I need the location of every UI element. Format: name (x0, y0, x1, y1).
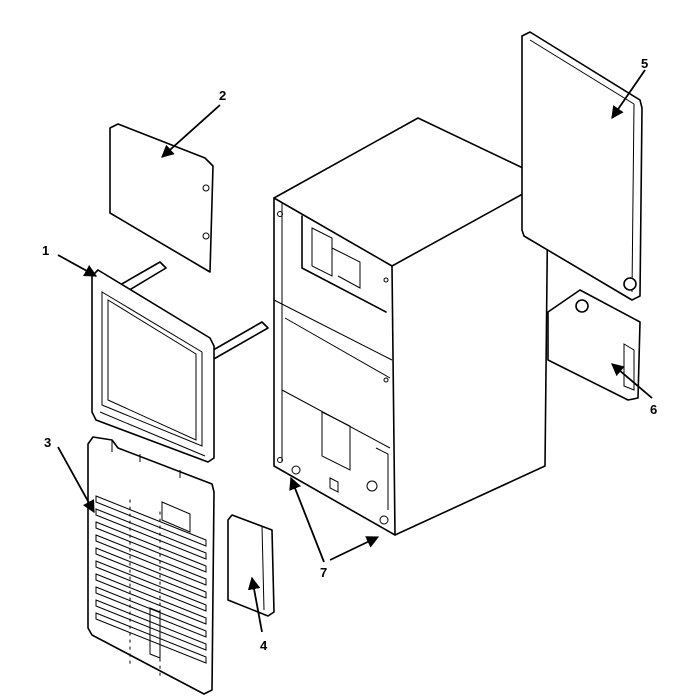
louver-slat (95, 521, 207, 573)
callout-1: 1 (42, 243, 49, 258)
leader-arrows (57, 69, 653, 633)
louver-slat (95, 547, 207, 599)
callout-2: 2 (219, 88, 226, 103)
part-4-filter-pad (227, 514, 275, 617)
louver-slat (95, 612, 207, 664)
louver-slat (95, 586, 207, 638)
callout-3: 3 (44, 435, 51, 450)
louver-slat (95, 599, 207, 651)
part-3-louvered-grille (87, 436, 215, 695)
callout-5: 5 (641, 56, 648, 71)
callout-4: 4 (260, 638, 268, 653)
part-5-rear-panel (521, 31, 643, 301)
part-2-cover-panel (109, 123, 214, 273)
louver-slat (95, 573, 207, 625)
callout-6: 6 (650, 402, 657, 417)
main-cabinet (273, 117, 549, 536)
louver-slat (95, 495, 207, 547)
callout-7: 7 (320, 565, 327, 580)
louver-slat (95, 560, 207, 612)
grille-louvers (95, 495, 207, 678)
part-6-access-panel (547, 289, 641, 401)
part-1-front-bezel (91, 261, 269, 463)
louver-slat (95, 534, 207, 586)
louver-slat (95, 508, 207, 560)
